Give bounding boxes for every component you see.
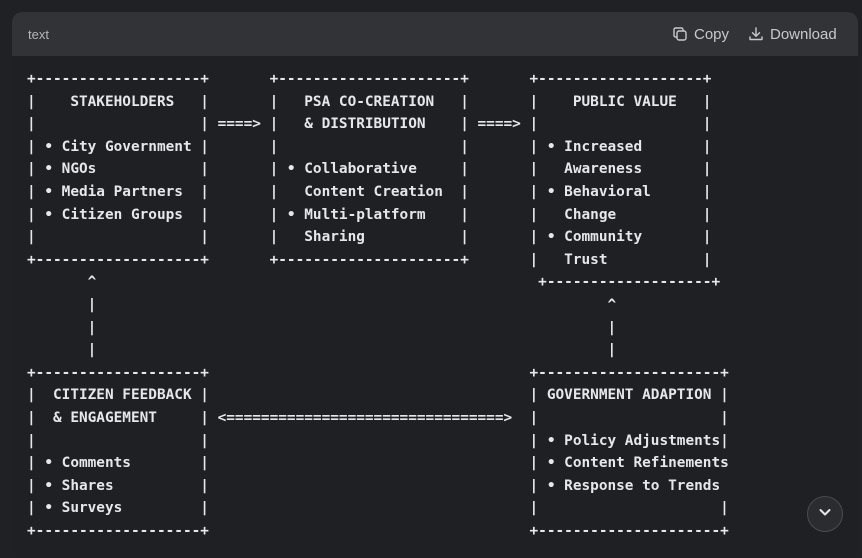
code-line: | |: [27, 342, 617, 359]
code-block-header: text Copy Downlo: [12, 12, 858, 56]
code-line: | ^: [27, 296, 617, 313]
code-line: | • Shares | | • Response to Trends: [27, 477, 721, 494]
download-button[interactable]: Download: [748, 12, 837, 56]
scroll-down-button[interactable]: [807, 496, 843, 532]
copy-icon: [672, 26, 688, 42]
code-line: +-------------------+ +-----------------…: [27, 522, 729, 539]
chevron-down-icon: [816, 503, 834, 526]
code-line: | |: [27, 319, 617, 336]
copy-label: Copy: [694, 25, 730, 43]
code-block: text Copy Downlo: [12, 12, 858, 558]
copy-button[interactable]: Copy: [672, 12, 729, 56]
code-content: +-------------------+ +-----------------…: [27, 68, 729, 542]
code-line: | • Media Partners | | Content Creation …: [27, 183, 712, 200]
language-label: text: [28, 27, 49, 42]
code-line: | & ENGAGEMENT | <======================…: [27, 409, 729, 426]
code-line: | • Citizen Groups | | • Multi-platform …: [27, 206, 712, 223]
code-line: | CITIZEN FEEDBACK | | GOVERNMENT ADAPTI…: [27, 387, 729, 404]
download-label: Download: [770, 25, 837, 43]
code-line: | | | • Policy Adjustments|: [27, 432, 729, 449]
code-line: +-------------------+ +-----------------…: [27, 364, 729, 381]
code-line: | • Surveys | | |: [27, 500, 729, 517]
code-line: ^ +-------------------+: [27, 274, 721, 291]
code-line: | • NGOs | | • Collaborative | | Awarene…: [27, 161, 712, 178]
code-line: | • Comments | | • Content Refinements: [27, 455, 729, 472]
code-line: +-------------------+ +-----------------…: [27, 251, 712, 268]
code-line: | STAKEHOLDERS | | PSA CO-CREATION | | P…: [27, 93, 712, 110]
code-line: | • City Government | | | | • Increased …: [27, 138, 712, 155]
download-icon: [748, 26, 764, 42]
code-line: +-------------------+ +-----------------…: [27, 71, 712, 87]
code-line: | | ====> | & DISTRIBUTION | ====> | |: [27, 116, 712, 133]
code-line: | | | Sharing | | • Community |: [27, 229, 712, 246]
